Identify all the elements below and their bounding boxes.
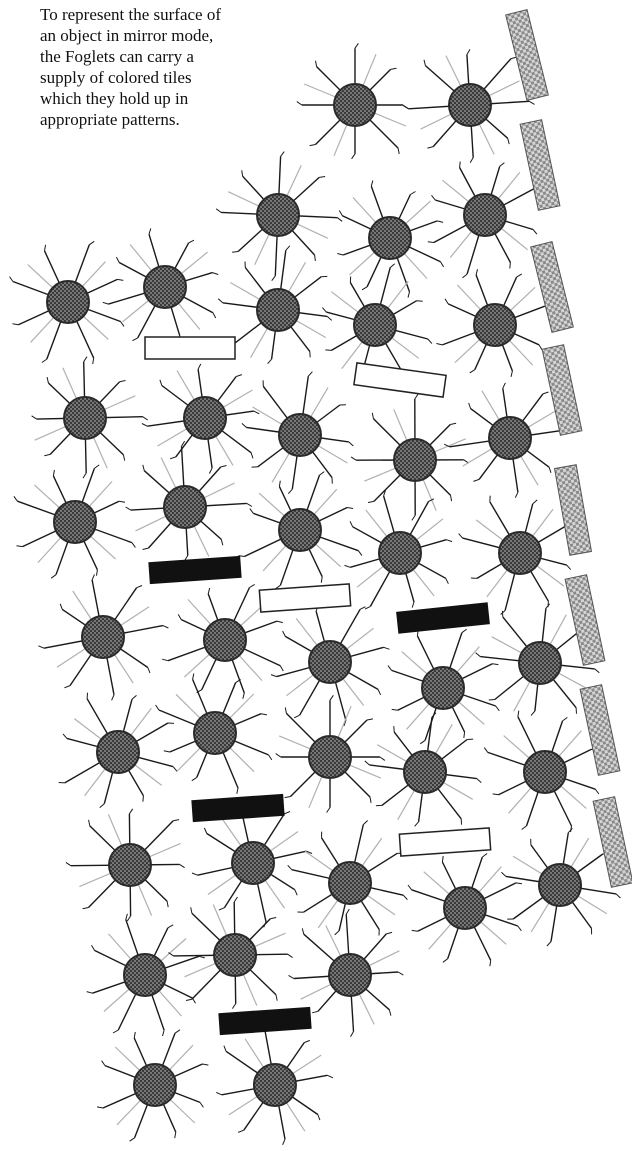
foglet-body (54, 501, 96, 543)
foglet-body (309, 641, 351, 683)
black-tile (396, 602, 490, 633)
foglet-body (334, 84, 376, 126)
foglet-body (499, 532, 541, 574)
checkered-tile (542, 345, 582, 436)
foglet-body (257, 289, 299, 331)
foglet-body (47, 281, 89, 323)
white-tile (145, 337, 235, 359)
foglet-body (144, 266, 186, 308)
checkered-tile (555, 465, 592, 555)
white-tile (399, 828, 490, 856)
black-tile (148, 556, 241, 584)
foglet-body (184, 397, 226, 439)
foglet-body (279, 414, 321, 456)
white-tile (259, 584, 350, 612)
foglet-body (539, 864, 581, 906)
foglet-body (82, 616, 124, 658)
foglet-body (204, 619, 246, 661)
foglet-body (422, 667, 464, 709)
foglet-body (254, 1064, 296, 1106)
black-tile (218, 1007, 311, 1035)
foglet-body (379, 532, 421, 574)
foglet-body (164, 486, 206, 528)
foglet-body (279, 509, 321, 551)
checkered-tile (531, 242, 574, 333)
foglet-body (329, 862, 371, 904)
foglet-body (489, 417, 531, 459)
foglet-body (64, 397, 106, 439)
foglet-body (519, 642, 561, 684)
foglet-body (214, 934, 256, 976)
foglet-body (354, 304, 396, 346)
foglet-body (449, 84, 491, 126)
checkered-tile (520, 120, 560, 211)
checkered-tile (565, 575, 605, 666)
foglet-body (404, 751, 446, 793)
checkered-tile (506, 10, 549, 101)
foglet-body (134, 1064, 176, 1106)
foglet-body (464, 194, 506, 236)
foglet-body (194, 712, 236, 754)
checkered-tile (593, 797, 632, 888)
foglet-body (474, 304, 516, 346)
foglet-body (394, 439, 436, 481)
foglet-body (232, 842, 274, 884)
foglet-body (109, 844, 151, 886)
foglet-body (444, 887, 486, 929)
foglet-body (329, 954, 371, 996)
black-tile (191, 794, 284, 822)
foglet-body (97, 731, 139, 773)
foglet-body (369, 217, 411, 259)
checkered-tile (580, 685, 620, 776)
foglet-body (124, 954, 166, 996)
foglet-body (309, 736, 351, 778)
foglet-body (257, 194, 299, 236)
foglet-body (524, 751, 566, 793)
